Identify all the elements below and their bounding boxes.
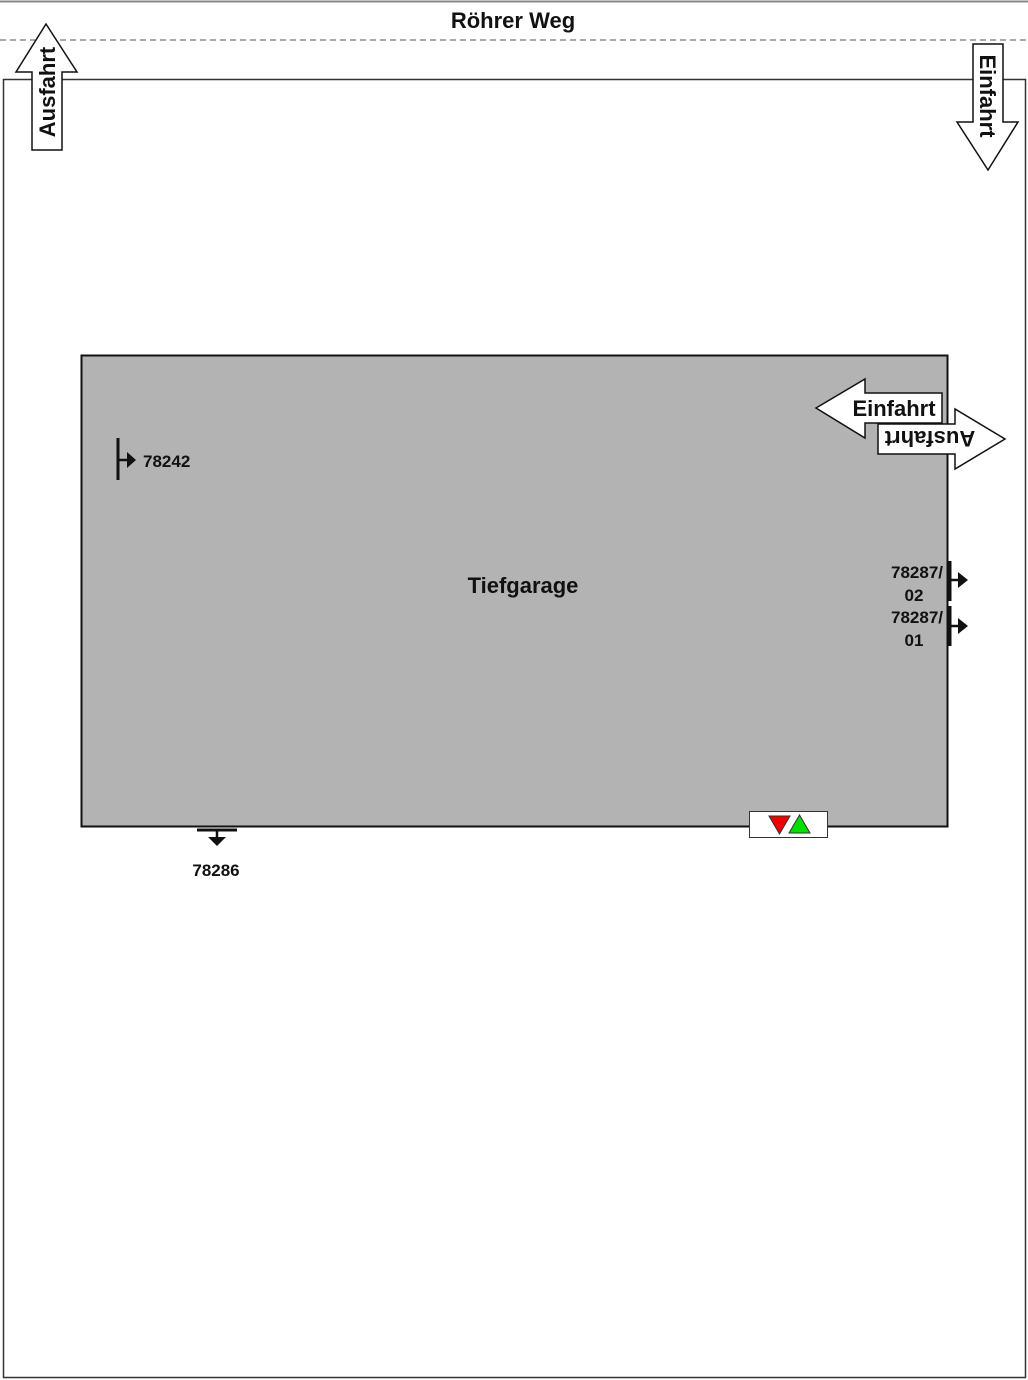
street-exit-label: Ausfahrt <box>35 46 60 137</box>
arrow-right-icon <box>877 407 1007 471</box>
garage-exit-label: Ausfahrt <box>884 426 975 451</box>
marker-78287-01[interactable]: 78287/ 01 <box>891 606 968 650</box>
street-entry-arrow: Einfahrt <box>955 43 1020 172</box>
marker-label-line2: 02 <box>905 586 924 605</box>
marker-arrow-icon <box>208 837 226 846</box>
arrow-left-icon <box>814 377 943 440</box>
marker-label: 78286 <box>192 861 239 880</box>
marker-label: 78242 <box>143 452 190 471</box>
marker-arrow-icon <box>958 618 968 634</box>
arrow-down-icon <box>955 43 1020 172</box>
marker-arrow-icon <box>958 572 968 588</box>
marker-label-line1: 78287/ <box>891 563 943 582</box>
traffic-indicator <box>749 811 828 838</box>
street-name: Röhrer Weg <box>451 8 575 33</box>
street-entry-label: Einfahrt <box>975 54 1000 138</box>
arrow-up-icon <box>14 22 79 151</box>
garage-label: Tiefgarage <box>468 573 579 598</box>
triangle-up-icon <box>788 814 811 834</box>
garage-exit-arrow: Ausfahrt <box>877 407 1007 471</box>
street-exit-arrow: Ausfahrt <box>14 22 79 151</box>
triangle-down-icon <box>768 815 791 835</box>
marker-label-line2: 01 <box>905 631 924 650</box>
marker-label-line1: 78287/ <box>891 608 943 627</box>
underground-garage <box>80 354 949 828</box>
garage-entry-label: Einfahrt <box>852 396 936 421</box>
marker-78242[interactable]: 78242 <box>116 438 190 480</box>
marker-78286[interactable]: 78286 <box>192 828 240 880</box>
marker-78287-02[interactable]: 78287/ 02 <box>891 561 968 605</box>
marker-arrow-icon <box>127 452 136 468</box>
property-boundary <box>2 78 1027 1379</box>
garage-entry-arrow: Einfahrt <box>814 377 943 440</box>
